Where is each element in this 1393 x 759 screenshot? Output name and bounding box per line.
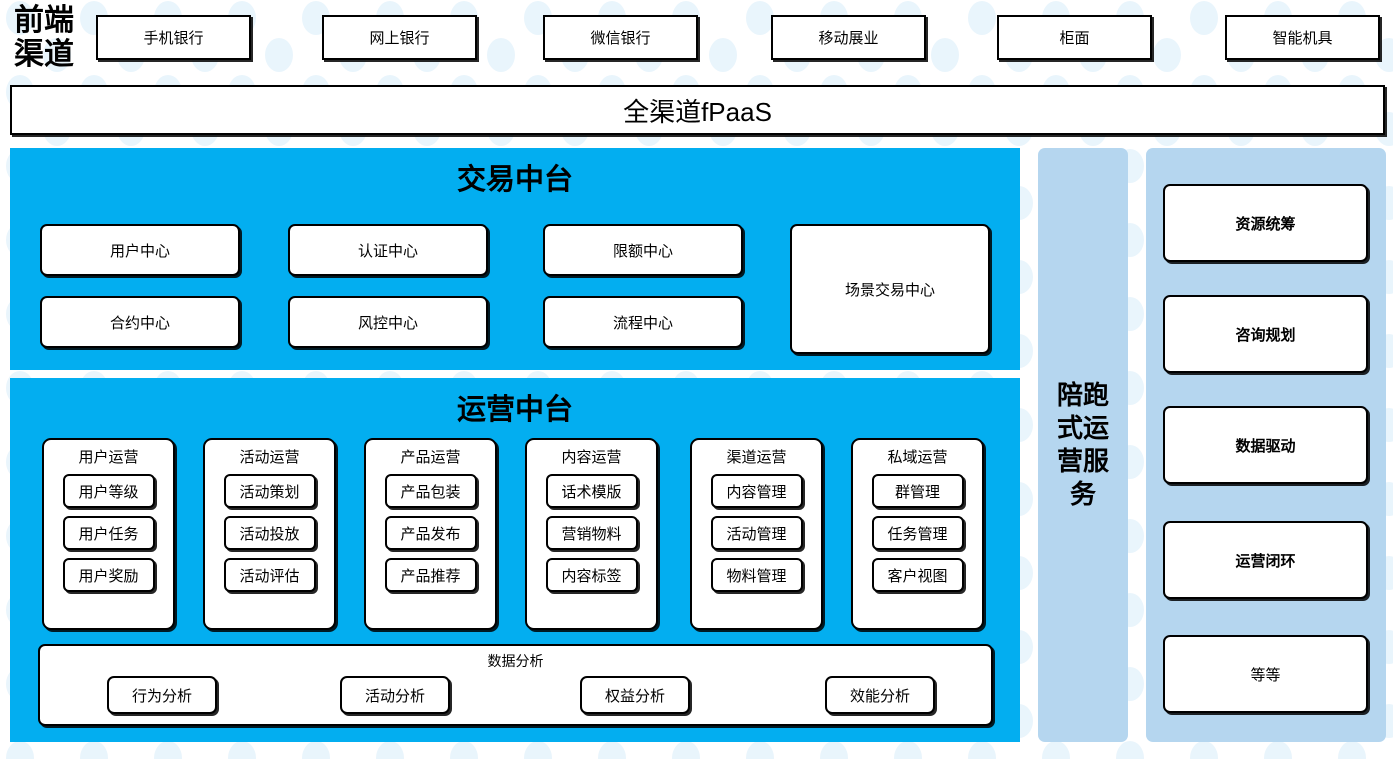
trade-item-process-center[interactable]: 流程中心 — [543, 296, 743, 348]
trade-center-title: 交易中台 — [456, 164, 573, 196]
ops-item[interactable]: 任务管理 — [871, 516, 964, 550]
trade-item-contract-center[interactable]: 合约中心 — [40, 296, 240, 348]
service-card-consulting-planning[interactable]: 咨询规划 — [1163, 295, 1368, 373]
ops-item[interactable]: 活动策划 — [223, 474, 316, 508]
channel-label-line-1: 前端 — [14, 4, 74, 37]
ops-column-product[interactable]: 产品运营 产品包装 产品发布 产品推荐 — [364, 438, 497, 630]
ops-item[interactable]: 群管理 — [871, 474, 964, 508]
data-analysis-item-benefit[interactable]: 权益分析 — [580, 676, 690, 714]
ops-item[interactable]: 活动管理 — [710, 516, 803, 550]
data-analysis-item-efficiency[interactable]: 效能分析 — [825, 676, 935, 714]
channel-item-wechat-bank[interactable]: 微信银行 — [543, 15, 698, 60]
ops-column-title: 渠道运营 — [726, 449, 787, 466]
data-analysis-item-behavior[interactable]: 行为分析 — [107, 676, 217, 714]
ops-column-title: 活动运营 — [239, 449, 300, 466]
ops-column-title: 私域运营 — [887, 449, 948, 466]
ops-item[interactable]: 内容管理 — [710, 474, 803, 508]
trade-item-auth-center[interactable]: 认证中心 — [288, 224, 488, 276]
channel-item-mobile-biz[interactable]: 移动展业 — [771, 15, 926, 60]
accompany-service-label: 陪跑式运营服务 — [1056, 380, 1109, 509]
ops-column-content[interactable]: 内容运营 话术模版 营销物料 内容标签 — [525, 438, 658, 630]
trade-item-risk-center[interactable]: 风控中心 — [288, 296, 488, 348]
data-analysis-title: 数据分析 — [487, 653, 544, 669]
service-card-resource-coordination[interactable]: 资源统筹 — [1163, 184, 1368, 262]
ops-column-channel[interactable]: 渠道运营 内容管理 活动管理 物料管理 — [690, 438, 823, 630]
ops-column-user[interactable]: 用户运营 用户等级 用户任务 用户奖励 — [42, 438, 175, 630]
trade-item-limit-center[interactable]: 限额中心 — [543, 224, 743, 276]
operations-center-title: 运营中台 — [456, 394, 573, 426]
ops-item[interactable]: 产品包装 — [384, 474, 477, 508]
ops-item[interactable]: 用户任务 — [62, 516, 155, 550]
service-card-etc[interactable]: 等等 — [1163, 635, 1368, 713]
ops-item[interactable]: 产品推荐 — [384, 558, 477, 592]
ops-column-title: 产品运营 — [400, 449, 461, 466]
front-end-channel-label: 前端 渠道 — [6, 2, 82, 74]
data-analysis-panel: 数据分析 行为分析 活动分析 权益分析 效能分析 — [38, 644, 993, 726]
service-card-data-driven[interactable]: 数据驱动 — [1163, 406, 1368, 484]
channel-label-line-2: 渠道 — [14, 38, 74, 71]
service-card-operation-loop[interactable]: 运营闭环 — [1163, 521, 1368, 599]
ops-item[interactable]: 活动评估 — [223, 558, 316, 592]
ops-item[interactable]: 产品发布 — [384, 516, 477, 550]
channel-item-mobile-bank[interactable]: 手机银行 — [96, 15, 251, 60]
ops-item[interactable]: 用户奖励 — [62, 558, 155, 592]
ops-item[interactable]: 物料管理 — [710, 558, 803, 592]
ops-item[interactable]: 营销物料 — [545, 516, 638, 550]
trade-item-user-center[interactable]: 用户中心 — [40, 224, 240, 276]
ops-column-private-domain[interactable]: 私域运营 群管理 任务管理 客户视图 — [851, 438, 984, 630]
ops-item[interactable]: 话术模版 — [545, 474, 638, 508]
ops-column-activity[interactable]: 活动运营 活动策划 活动投放 活动评估 — [203, 438, 336, 630]
trade-item-scene-transaction-center[interactable]: 场景交易中心 — [790, 224, 990, 354]
ops-column-title: 用户运营 — [78, 449, 139, 466]
ops-item[interactable]: 活动投放 — [223, 516, 316, 550]
omnichannel-fpaas-bar[interactable]: 全渠道fPaaS — [10, 85, 1385, 135]
data-analysis-item-activity[interactable]: 活动分析 — [340, 676, 450, 714]
channel-item-counter[interactable]: 柜面 — [997, 15, 1152, 60]
channel-item-online-bank[interactable]: 网上银行 — [322, 15, 477, 60]
ops-item[interactable]: 用户等级 — [62, 474, 155, 508]
ops-column-title: 内容运营 — [561, 449, 622, 466]
channel-item-smart-machine[interactable]: 智能机具 — [1225, 15, 1380, 60]
ops-item[interactable]: 内容标签 — [545, 558, 638, 592]
front-end-channel-row: 前端 渠道 手机银行 网上银行 微信银行 移动展业 柜面 智能机具 — [0, 0, 1393, 80]
ops-item[interactable]: 客户视图 — [871, 558, 964, 592]
